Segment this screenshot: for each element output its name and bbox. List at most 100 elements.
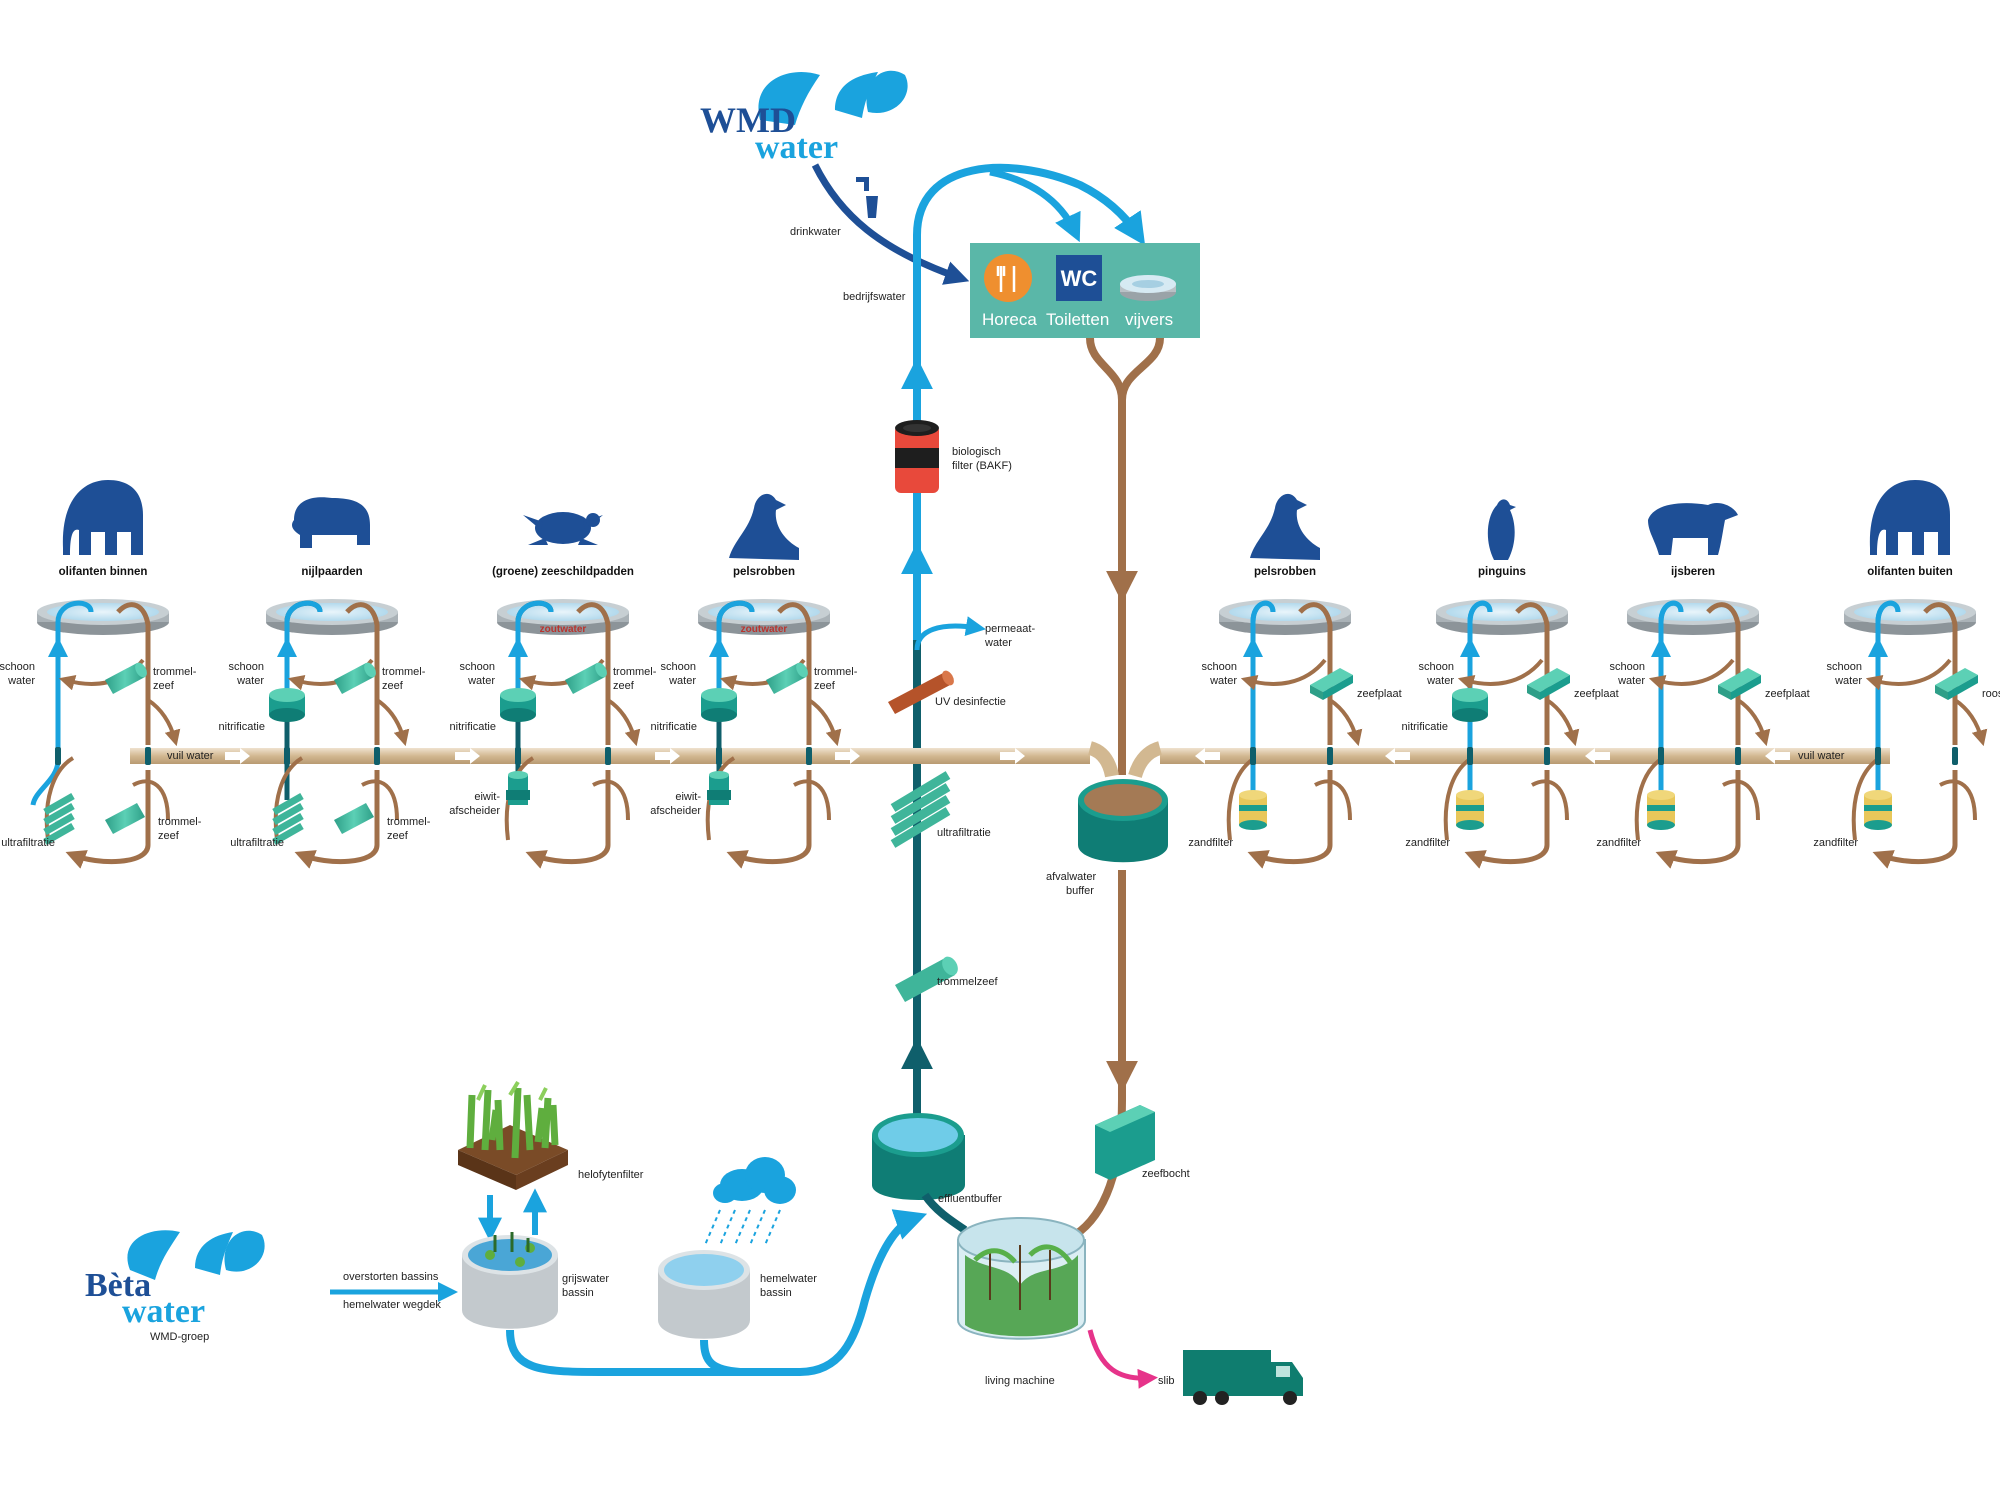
inner-device-label: trommel- <box>382 666 426 678</box>
central-drum-sieve <box>895 956 958 1002</box>
wastewater-buffer <box>1078 779 1168 863</box>
animal-name: pinguins <box>1478 566 1526 578</box>
ultrafiltratie-label: ultrafiltratie <box>230 837 284 849</box>
schoon-water-label-2: water <box>467 675 495 687</box>
nitrification-unit <box>500 688 536 722</box>
central-ultrafiltratie-label: ultrafiltratie <box>937 827 991 839</box>
helophyte-filter <box>458 1080 568 1190</box>
animal-unit: (groene) zeeschildpadden zoutwater schoon w… <box>449 512 657 869</box>
nitrificatie-label: nitrificatie <box>450 721 496 733</box>
rain-cloud-icon <box>704 1157 796 1246</box>
trommelzeef-label: trommelzeef <box>937 976 998 988</box>
vijvers-label: vijvers <box>1125 310 1173 329</box>
lower-treatment-device <box>43 792 145 846</box>
animal-name: ijsberen <box>1671 566 1715 578</box>
inner-device-label: trommel- <box>814 666 858 678</box>
animal-name: olifanten binnen <box>59 566 148 578</box>
nitrification-unit <box>269 688 305 722</box>
turtle-icon <box>535 512 591 544</box>
permeaat-arrow <box>914 616 986 651</box>
eiwit-label-1: eiwit- <box>474 791 500 803</box>
slib-label: slib <box>1158 1375 1175 1387</box>
saltwater-label: zoutwater <box>540 624 587 635</box>
schoon-water-label-1: schoon <box>460 661 495 673</box>
schoon-water-label-1: schoon <box>661 661 696 673</box>
drinkwater-label: drinkwater <box>790 226 841 238</box>
schoon-water-label-1: schoon <box>1827 661 1862 673</box>
inner-device-label: zeefplaat <box>1357 688 1402 700</box>
permeaat-label-1: permeaat- <box>985 623 1035 635</box>
horeca-label: Horeca <box>982 310 1037 329</box>
lower-sieve-label: trommel- <box>158 816 202 828</box>
schoon-water-label-2: water <box>1617 675 1645 687</box>
schoon-water-label-2: water <box>668 675 696 687</box>
schoon-water-label-2: water <box>1834 675 1862 687</box>
afvalwater-label-1: afvalwater <box>1046 871 1096 883</box>
drum-sieve <box>105 662 147 694</box>
effluent-buffer <box>872 1113 965 1200</box>
wmd-water-logo: WMD water <box>700 70 908 166</box>
nitrificatie-label: nitrificatie <box>651 721 697 733</box>
helofytenfilter-label: helofytenfilter <box>578 1169 644 1181</box>
uv-disinfection <box>888 670 954 714</box>
central-ultrafiltration <box>890 771 951 848</box>
inner-device-label-2: zeef <box>613 680 635 692</box>
dirty-water-pipe-left <box>130 741 1119 778</box>
schoon-water-label-2: water <box>1426 675 1454 687</box>
lower-treatment-device <box>1456 790 1484 830</box>
lower-treatment-device <box>506 771 530 805</box>
rainwater-basin <box>658 1250 750 1339</box>
drum-sieve <box>565 662 607 694</box>
nitrificatie-label: nitrificatie <box>219 721 265 733</box>
bedrijfswater-pipe <box>913 163 1146 640</box>
animal-unit: nijlpaardenschoonwatertrommel-zeefnitrif… <box>219 497 431 869</box>
schoon-water-label-1: schoon <box>1419 661 1454 673</box>
vuil-water-label-right: vuil water <box>1798 750 1845 762</box>
pipe-flow-arrows <box>225 748 1790 764</box>
lower-sieve-label-2: zeef <box>387 830 409 842</box>
zandfilter-label: zandfilter <box>1596 837 1641 849</box>
services-panel: WC Horeca Toiletten vijvers <box>970 243 1200 338</box>
inner-device-label-2: zeef <box>382 680 404 692</box>
animal-units: olifanten binnen schoon water trommel-zeef u… <box>0 480 2000 869</box>
lower-treatment-device <box>1647 790 1675 830</box>
afvalwater-label-2: buffer <box>1066 885 1094 897</box>
beta-logo-line2: water <box>122 1293 205 1330</box>
penguin-icon <box>1487 499 1516 560</box>
inner-device-label-2: zeef <box>153 680 175 692</box>
zandfilter-label: zandfilter <box>1813 837 1858 849</box>
grijswater-label-1: grijswater <box>562 1273 609 1285</box>
lower-sieve-label-2: zeef <box>158 830 180 842</box>
uv-label: UV desinfectie <box>935 696 1006 708</box>
animal-name: pelsrobben <box>733 566 795 578</box>
zeefbocht-label: zeefbocht <box>1142 1168 1190 1180</box>
dirty-water-pipe-right <box>1128 741 1890 779</box>
eiwit-label-1: eiwit- <box>675 791 701 803</box>
animal-unit: olifanten buitenschoonwaterroosterzandfi… <box>1813 480 2000 869</box>
wmd-logo-line2: water <box>755 129 838 166</box>
hippo-icon <box>292 497 370 548</box>
elephant-icon <box>1869 480 1950 555</box>
animal-name: (groene) zeeschildpadden <box>492 566 634 578</box>
permeaat-label-2: water <box>984 637 1012 649</box>
living-machine-label: living machine <box>985 1375 1055 1387</box>
lower-treatment-device <box>707 771 731 805</box>
seal-icon <box>729 493 799 560</box>
nitrification-unit <box>701 688 737 722</box>
grey-water-basin <box>462 1232 558 1329</box>
bedrijfswater-label: bedrijfswater <box>843 291 906 303</box>
wmd-logo-line1: WMD <box>700 100 796 140</box>
living-machine <box>957 1217 1086 1340</box>
nitrification-unit <box>1452 688 1488 722</box>
toiletten-label: Toiletten <box>1046 310 1109 329</box>
elephant-icon <box>62 480 143 555</box>
vuil-water-label-left: vuil water <box>167 750 214 762</box>
hemelwater-label-1: hemelwater <box>760 1273 817 1285</box>
schoon-water-label-2: water <box>236 675 264 687</box>
saltwater-label: zoutwater <box>741 624 788 635</box>
animal-unit: pelsrobbenzoutwaterschoonwatertrommel-ze… <box>650 493 858 869</box>
biological-filter <box>895 420 939 493</box>
inner-device-label: rooster <box>1982 688 2000 700</box>
